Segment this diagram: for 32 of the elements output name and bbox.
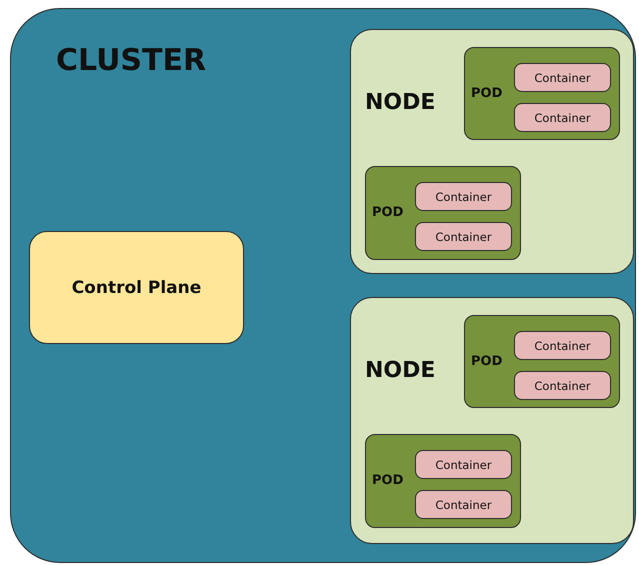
container-box: [415, 450, 512, 479]
pod-label: POD: [471, 86, 502, 101]
container-label: Container: [435, 190, 492, 204]
node-title: NODE: [365, 90, 436, 115]
pod-box: [365, 166, 521, 260]
container-label: Container: [435, 230, 492, 244]
container-box: [514, 371, 611, 400]
pod-label: POD: [471, 354, 502, 369]
container-box: [415, 490, 512, 519]
node-title: NODE: [365, 358, 436, 383]
cluster-title: CLUSTER: [56, 43, 206, 78]
pod-label: POD: [372, 205, 404, 220]
container-label: Container: [435, 498, 492, 512]
container-box: [514, 331, 611, 360]
cluster-panel: [10, 8, 636, 563]
node-panel: [350, 297, 634, 544]
container-label: Container: [435, 458, 492, 472]
control-plane-label: Control Plane: [72, 278, 202, 298]
container-label: Container: [534, 338, 591, 352]
control-plane-box: [29, 231, 244, 344]
pod-box: [464, 315, 620, 408]
pod-box: [365, 434, 521, 528]
pod-label: POD: [372, 473, 404, 488]
container-box: [415, 182, 512, 211]
node-panel: [350, 29, 634, 274]
container-label: Container: [534, 378, 591, 392]
container-box: [514, 63, 611, 92]
container-label: Container: [534, 110, 591, 124]
container-label: Container: [534, 70, 591, 84]
pod-box: [464, 47, 620, 140]
container-box: [514, 103, 611, 132]
container-box: [415, 222, 512, 251]
